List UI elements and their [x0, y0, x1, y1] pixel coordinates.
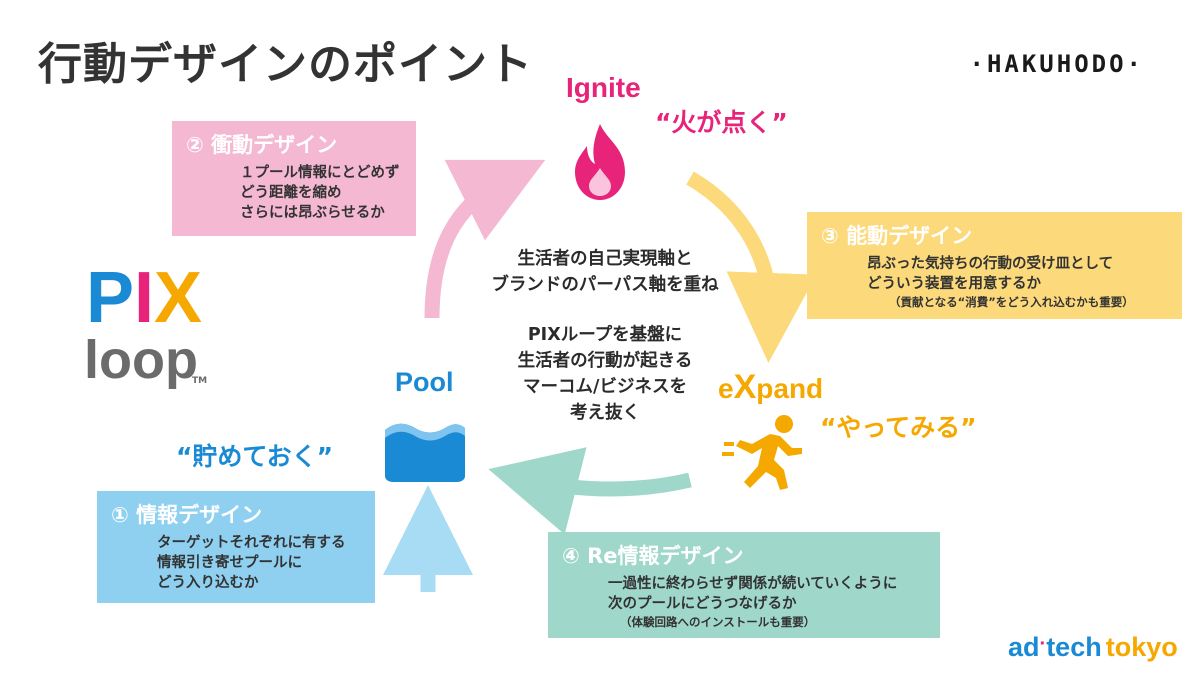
trademark: TM: [192, 376, 208, 386]
box-2-line-2: どう距離を縮め: [240, 185, 342, 201]
arrow-pool-to-ignite: [424, 159, 546, 319]
box-information-design: ① 情報デザイン ターゲットそれぞれに有する 情報引き寄せプールに どう入り込む…: [97, 491, 375, 603]
box-2-line-1: １プール情報にとどめず: [240, 165, 400, 181]
box-1-line-1: ターゲットそれぞれに有する: [157, 535, 346, 551]
box-1-line-2: 情報引き寄せプールに: [157, 555, 302, 571]
running-person-icon: [722, 415, 802, 490]
center-text-top: 生活者の自己実現軸と ブランドのパーパス軸を重ね: [455, 246, 755, 298]
water-tank-icon: [385, 423, 465, 482]
expand-label: eXpand: [718, 368, 823, 407]
box-2-line-3: さらには昂ぶらせるか: [240, 205, 385, 221]
flame-icon: [575, 124, 625, 200]
box-4-line-1: 一過性に終わらせず関係が続いていくように: [608, 576, 898, 592]
pool-quote: “貯めておく”: [176, 442, 334, 471]
pix-logo-i: I: [134, 258, 155, 338]
hakuhodo-logo: ·HAKUHODO·: [969, 50, 1144, 78]
box-active-design: ③ 能動デザイン 昂ぶった気持ちの行動の受け皿として どういう装置を用意するか …: [807, 212, 1182, 319]
box-4-line-2: 次のプールにどうつなげるか: [608, 596, 797, 612]
page-title: 行動デザインのポイント: [38, 39, 533, 90]
adtech-ad: ad: [1008, 632, 1040, 662]
expand-e: e: [718, 373, 734, 404]
center-line-2: ブランドのパーパス軸を重ね: [491, 275, 719, 295]
center-line-6: 考え抜く: [570, 403, 640, 423]
pix-logo-x: X: [154, 258, 203, 338]
box-1-line-3: どう入り込むか: [157, 575, 259, 591]
pool-label: Pool: [395, 367, 454, 397]
box-3-line-2: どういう装置を用意するか: [867, 276, 1041, 292]
box-3-note: （貢献となる“消費”をどう入れ込むかも重要）: [889, 295, 1134, 309]
center-line-3: PIXループを基盤に: [527, 325, 683, 345]
ignite-label: Ignite: [566, 72, 641, 103]
box-3-title: ③ 能動デザイン: [821, 224, 973, 248]
pix-logo-p: P: [86, 258, 135, 338]
adtech-colon-dot: ·: [1039, 633, 1047, 655]
box-3-line-1: 昂ぶった気持ちの行動の受け皿として: [867, 256, 1114, 272]
center-line-1: 生活者の自己実現軸と: [517, 249, 693, 269]
adtech-tokyo: tokyo: [1105, 632, 1178, 662]
pix-logo: PIX: [86, 262, 202, 334]
expand-x: X: [733, 368, 757, 406]
center-line-5: マーコム/ビジネスを: [523, 377, 687, 397]
box-2-title: ② 衝動デザイン: [186, 133, 338, 157]
arrow-ignite-to-expand: [686, 171, 817, 363]
adtech-tech: tech: [1046, 632, 1102, 662]
center-text-bottom: PIXループを基盤に 生活者の行動が起きる マーコム/ビジネスを 考え抜く: [455, 322, 755, 426]
ignite-quote: “火が点く”: [655, 108, 788, 137]
loop-logo: loop: [84, 330, 198, 390]
center-line-4: 生活者の行動が起きる: [517, 351, 693, 371]
box-re-information-design: ④ Re情報デザイン 一過性に終わらせず関係が続いていくように 次のプールにどう…: [548, 532, 940, 638]
arrow-expand-to-pool: [488, 447, 692, 535]
expand-rest: pand: [756, 373, 824, 404]
box-impulse-design: ② 衝動デザイン １プール情報にとどめず どう距離を縮め さらには昂ぶらせるか: [172, 121, 416, 236]
box-4-note: （体験回路へのインストールも重要）: [620, 615, 816, 629]
box-1-title: ① 情報デザイン: [111, 503, 263, 527]
box-4-title: ④ Re情報デザイン: [562, 544, 744, 568]
expand-quote: “やってみる”: [820, 413, 977, 442]
